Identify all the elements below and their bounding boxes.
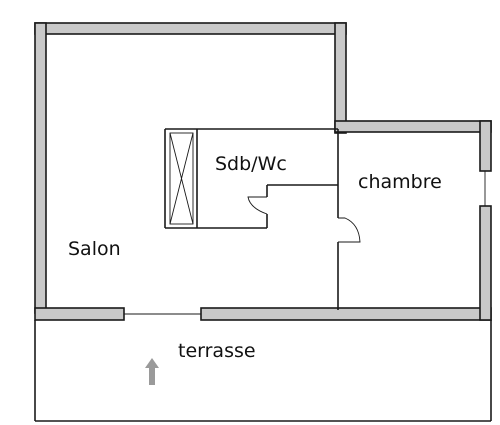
sdb-door-swing xyxy=(247,196,268,215)
room-label-salon: Salon xyxy=(68,238,121,260)
chambre-top-wall xyxy=(334,120,492,133)
salon-right-wall xyxy=(334,22,347,134)
room-label-sdb-wc: Sdb/Wc xyxy=(215,153,287,175)
salon-bottom-wall-left xyxy=(34,307,125,321)
chambre-right-wall-lower xyxy=(479,205,492,321)
arrow-up-icon xyxy=(145,358,159,385)
salon-bottom-wall-right xyxy=(200,307,492,321)
room-label-terrasse: terrasse xyxy=(178,340,256,362)
room-label-chambre: chambre xyxy=(358,171,442,193)
left-wall xyxy=(34,22,47,314)
chambre-right-wall-upper xyxy=(479,120,492,172)
chambre-door-swing xyxy=(338,217,361,243)
closet-cross-icon xyxy=(169,132,194,225)
top-wall xyxy=(34,22,347,35)
